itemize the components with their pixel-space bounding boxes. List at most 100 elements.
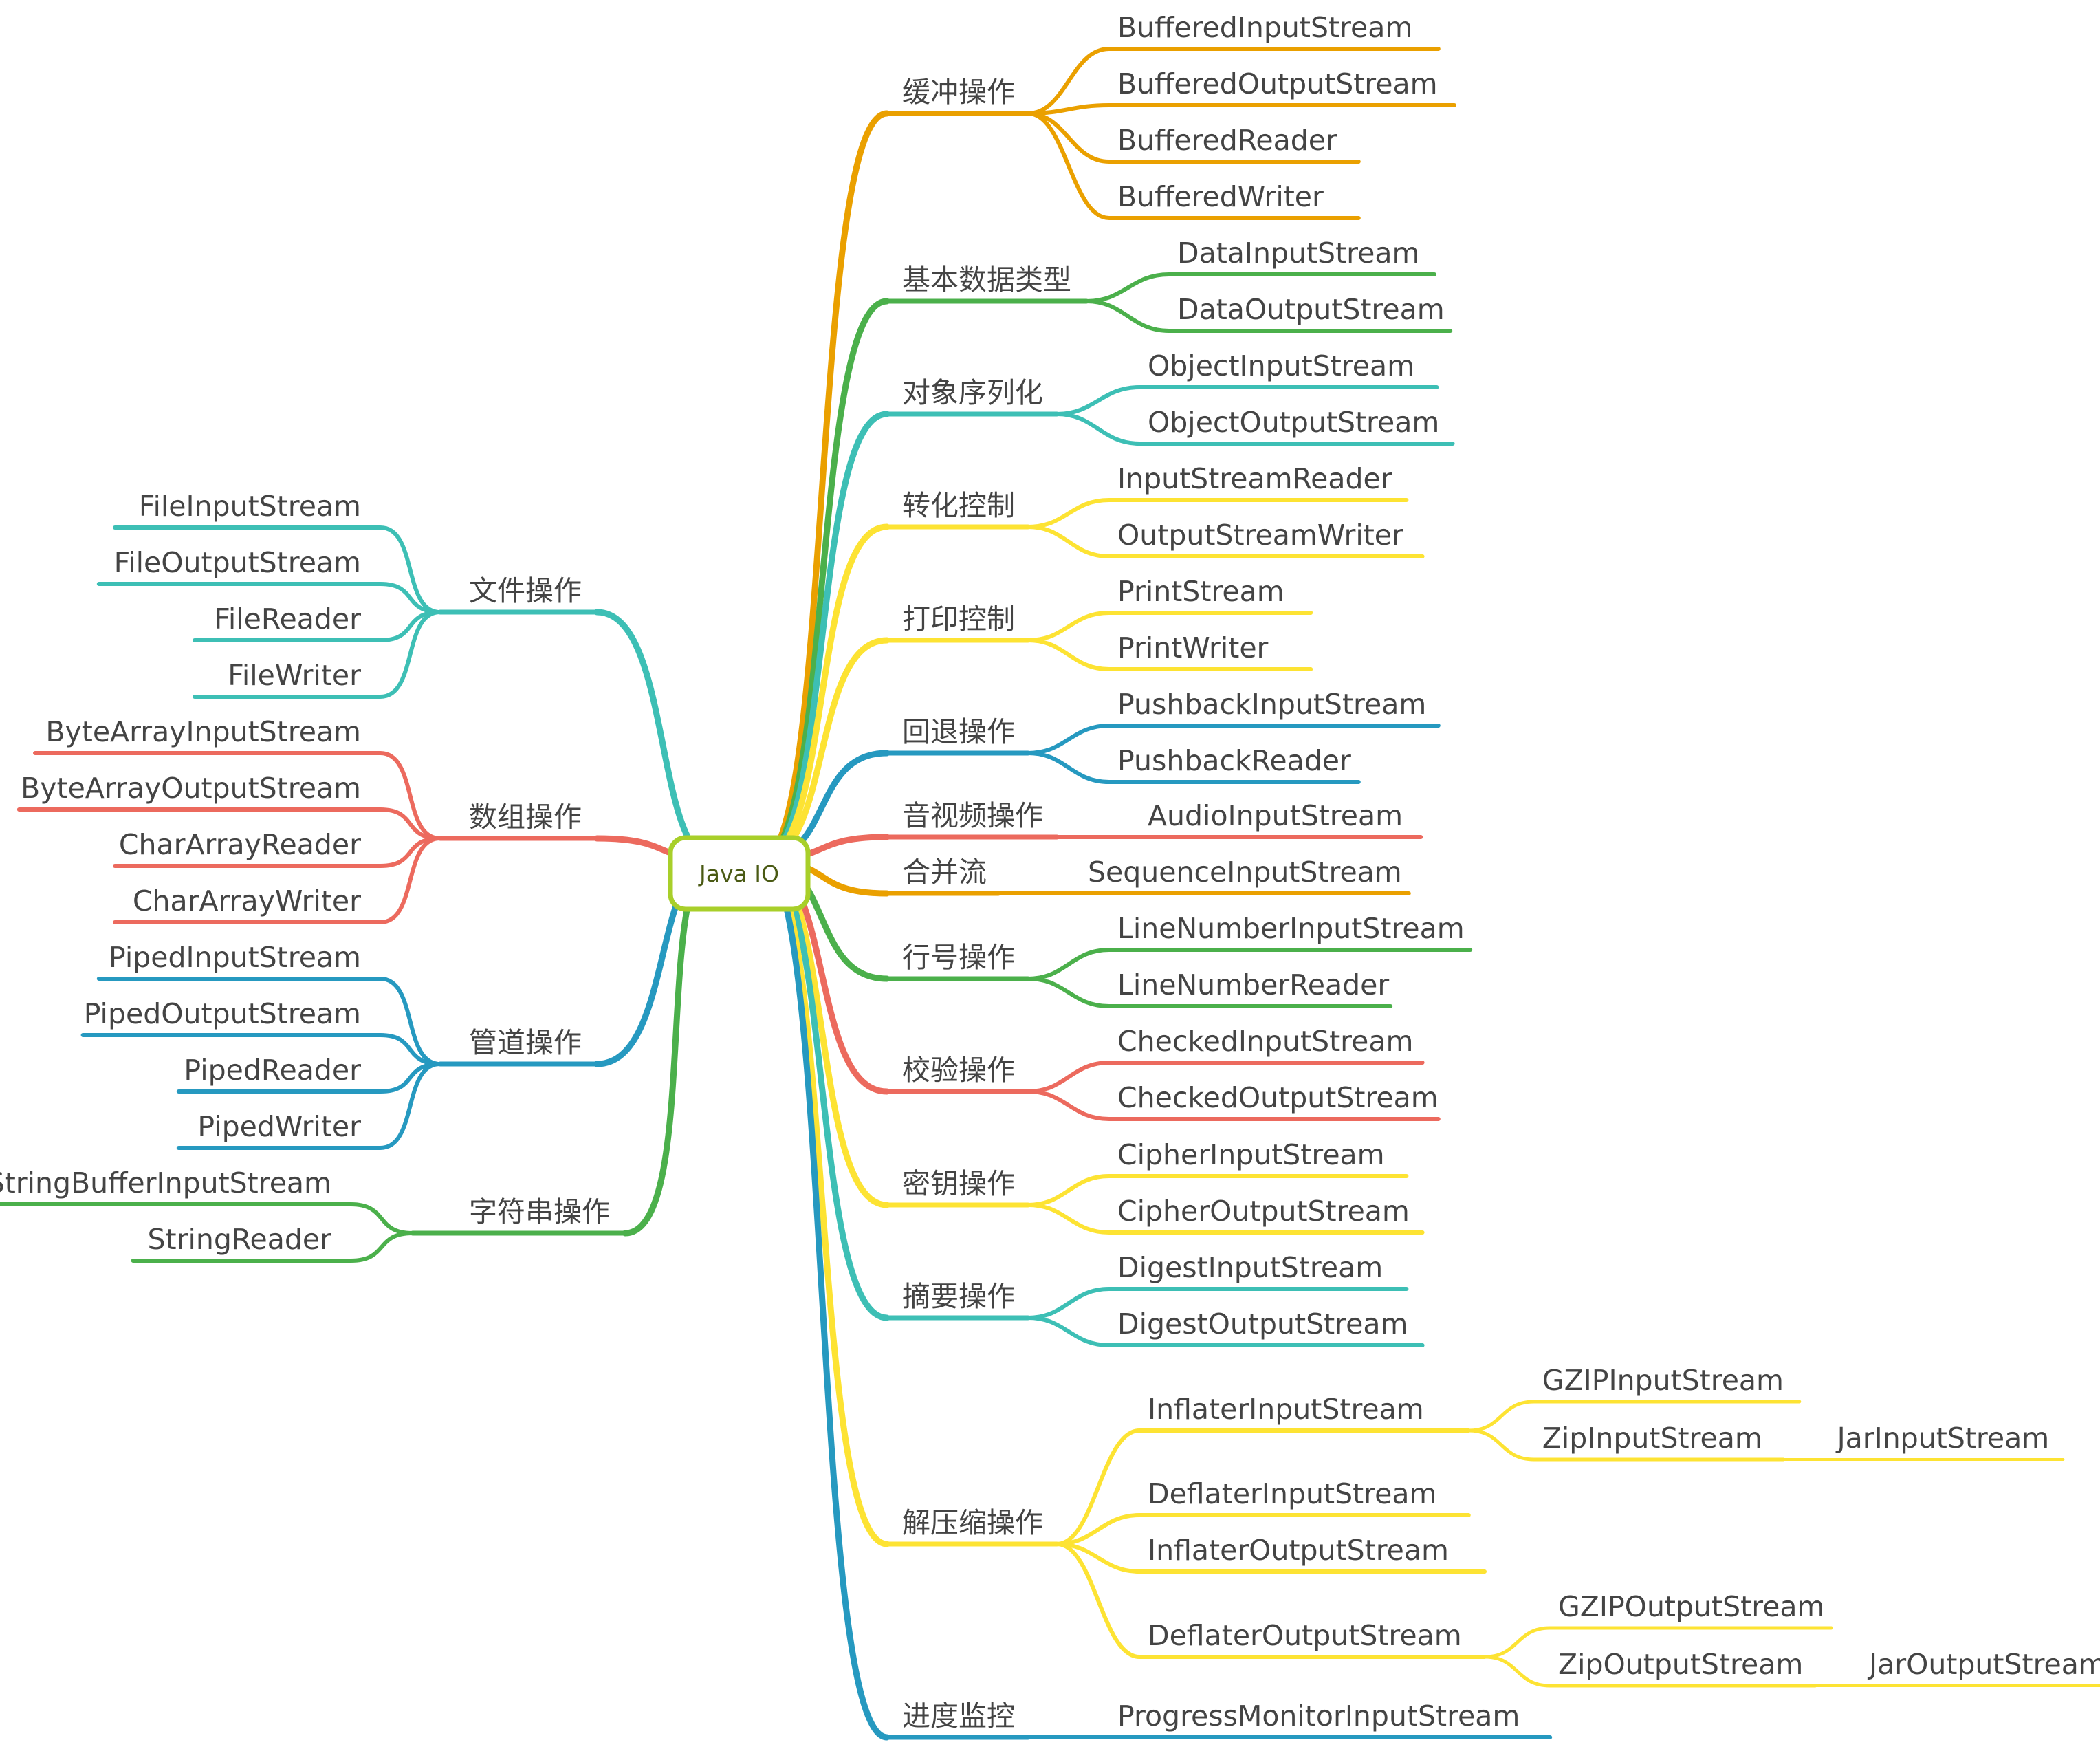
item-edge-right-12-1 (1055, 1513, 1471, 1546)
item-digestinputstream[interactable]: DigestInputStream (1117, 1251, 1383, 1284)
item-bufferedwriter[interactable]: BufferedWriter (1117, 180, 1324, 213)
item-inflaterinputstream[interactable]: InflaterInputStream (1148, 1393, 1424, 1426)
item-edge-right-1-0 (1084, 272, 1436, 303)
item-fileoutputstream[interactable]: FileOutputStream (114, 546, 361, 579)
item-audioinputstream[interactable]: AudioInputStream (1148, 799, 1403, 832)
branch-left-0 (593, 609, 719, 863)
item-stringbufferinputstream[interactable]: StringBufferInputStream (0, 1166, 331, 1199)
item-objectinputstream[interactable]: ObjectInputStream (1148, 349, 1414, 382)
branch-right-0 (760, 110, 890, 863)
item-edge-left-1-1 (17, 807, 442, 840)
item-gzipinputstream[interactable]: GZIPInputStream (1542, 1364, 1784, 1397)
center-node[interactable]: Java IO (668, 835, 811, 912)
category-left-2[interactable]: 管道操作 (469, 1026, 582, 1059)
item-pushbackinputstream[interactable]: PushbackInputStream (1117, 688, 1426, 721)
item-edge-right-11-1 (1026, 1316, 1425, 1347)
category-right-9[interactable]: 校验操作 (902, 1054, 1015, 1087)
item-cipherinputstream[interactable]: CipherInputStream (1117, 1138, 1385, 1171)
item-digestoutputstream[interactable]: DigestOutputStream (1117, 1307, 1408, 1340)
category-left-0[interactable]: 文件操作 (469, 574, 582, 607)
category-right-12[interactable]: 解压缩操作 (902, 1506, 1043, 1539)
item-fileinputstream[interactable]: FileInputStream (139, 490, 361, 523)
category-right-1[interactable]: 基本数据类型 (902, 263, 1071, 296)
item-zipoutputstream[interactable]: ZipOutputStream (1558, 1648, 1803, 1681)
item-pipedwriter[interactable]: PipedWriter (197, 1110, 361, 1143)
mindmap-edges (0, 47, 2100, 1741)
item-deflaterinputstream[interactable]: DeflaterInputStream (1148, 1477, 1436, 1510)
item-bytearrayoutputstream[interactable]: ByteArrayOutputStream (21, 772, 361, 805)
center-node-box (668, 835, 811, 912)
item-edge-right-2-0 (1055, 385, 1439, 416)
child-edge-gzipoutputstream (1483, 1626, 1833, 1659)
item-progressmonitorinputstream[interactable]: ProgressMonitorInputStream (1117, 1699, 1520, 1732)
category-left-1[interactable]: 数组操作 (469, 801, 582, 834)
item-jaroutputstream[interactable]: JarOutputStream (1867, 1648, 2100, 1681)
item-pipedreader[interactable]: PipedReader (184, 1054, 361, 1087)
category-right-7[interactable]: 合并流 (902, 856, 987, 889)
item-cipheroutputstream[interactable]: CipherOutputStream (1117, 1195, 1410, 1228)
item-edge-left-1-3 (113, 836, 442, 924)
branch-right-1 (760, 298, 890, 863)
item-bufferedoutputstream[interactable]: BufferedOutputStream (1117, 67, 1438, 100)
item-bytearrayinputstream[interactable]: ByteArrayInputStream (45, 715, 361, 748)
item-datainputstream[interactable]: DataInputStream (1177, 237, 1419, 270)
category-right-4[interactable]: 打印控制 (902, 602, 1015, 635)
child-edge-zipoutputstream (1483, 1655, 1817, 1688)
item-edge-right-12-2 (1055, 1542, 1487, 1574)
item-edge-left-3-1 (131, 1231, 415, 1263)
item-edge-right-10-0 (1026, 1174, 1409, 1207)
item-linenumberinputstream[interactable]: LineNumberInputStream (1117, 912, 1465, 945)
item-edge-right-4-1 (1026, 638, 1313, 671)
branch-right-13 (760, 856, 890, 1741)
item-bufferedinputstream[interactable]: BufferedInputStream (1117, 11, 1412, 44)
item-zipinputstream[interactable]: ZipInputStream (1542, 1422, 1762, 1455)
item-bufferedreader[interactable]: BufferedReader (1117, 124, 1337, 157)
item-deflateroutputstream[interactable]: DeflaterOutputStream (1148, 1619, 1462, 1652)
category-right-10[interactable]: 密钥操作 (902, 1167, 1015, 1200)
item-edge-left-0-3 (193, 610, 442, 699)
item-edge-right-1-1 (1084, 299, 1453, 333)
category-right-8[interactable]: 行号操作 (902, 941, 1015, 974)
item-pushbackreader[interactable]: PushbackReader (1117, 744, 1351, 777)
item-edge-right-9-0 (1026, 1061, 1425, 1094)
item-checkedinputstream[interactable]: CheckedInputStream (1117, 1025, 1413, 1058)
item-filereader[interactable]: FileReader (214, 602, 361, 635)
item-inflateroutputstream[interactable]: InflaterOutputStream (1148, 1534, 1449, 1567)
item-pipedoutputstream[interactable]: PipedOutputStream (84, 997, 361, 1030)
item-outputstreamwriter[interactable]: OutputStreamWriter (1117, 519, 1403, 552)
item-edge-right-0-2 (1026, 111, 1361, 164)
item-edge-right-0-3 (1026, 111, 1361, 220)
item-linenumberreader[interactable]: LineNumberReader (1117, 968, 1389, 1001)
item-sequenceinputstream[interactable]: SequenceInputStream (1088, 856, 1402, 889)
category-right-5[interactable]: 回退操作 (902, 715, 1015, 748)
item-edge-right-4-0 (1026, 611, 1313, 642)
item-checkedoutputstream[interactable]: CheckedOutputStream (1117, 1081, 1439, 1114)
category-right-11[interactable]: 摘要操作 (902, 1280, 1015, 1313)
category-left-3[interactable]: 字符串操作 (469, 1195, 610, 1228)
category-right-6[interactable]: 音视频操作 (902, 799, 1043, 832)
item-edge-right-8-1 (1026, 977, 1393, 1008)
item-pipedinputstream[interactable]: PipedInputStream (109, 941, 361, 974)
category-right-0[interactable]: 缓冲操作 (902, 76, 1015, 109)
item-chararrayreader[interactable]: CharArrayReader (119, 828, 361, 861)
category-right-2[interactable]: 对象序列化 (902, 376, 1043, 409)
item-stringreader[interactable]: StringReader (148, 1223, 332, 1256)
item-printstream[interactable]: PrintStream (1117, 575, 1284, 608)
category-right-3[interactable]: 转化控制 (902, 489, 1015, 522)
item-inputstreamreader[interactable]: InputStreamReader (1117, 462, 1392, 495)
child-edge-zipinputstream (1467, 1428, 1786, 1462)
item-dataoutputstream[interactable]: DataOutputStream (1177, 293, 1445, 326)
item-objectoutputstream[interactable]: ObjectOutputStream (1148, 406, 1439, 439)
category-right-13[interactable]: 进度监控 (902, 1699, 1015, 1732)
item-jarinputstream[interactable]: JarInputStream (1835, 1422, 2050, 1455)
item-filewriter[interactable]: FileWriter (228, 659, 361, 692)
item-edge-left-1-0 (33, 751, 442, 840)
item-edge-left-0-0 (113, 525, 442, 614)
item-edge-right-0-1 (1026, 103, 1456, 116)
item-edge-right-5-0 (1026, 724, 1441, 755)
item-chararraywriter[interactable]: CharArrayWriter (133, 884, 361, 917)
item-edge-right-11-0 (1026, 1287, 1409, 1320)
item-gzipoutputstream[interactable]: GZIPOutputStream (1558, 1590, 1824, 1623)
item-printwriter[interactable]: PrintWriter (1117, 631, 1269, 664)
